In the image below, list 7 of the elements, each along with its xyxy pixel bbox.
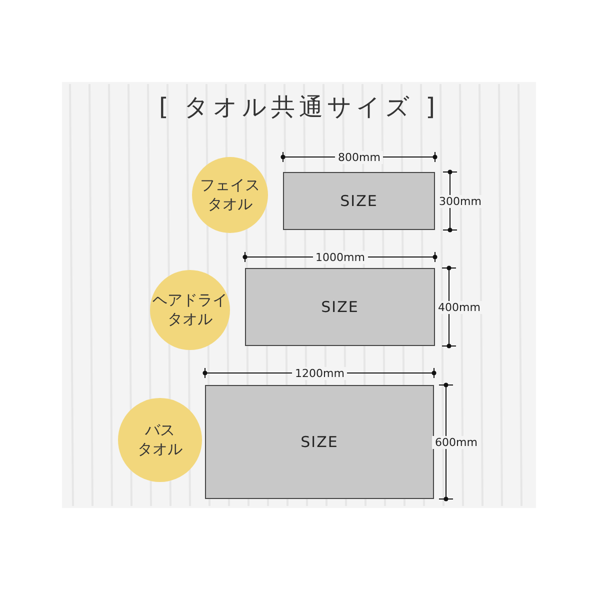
- title: [ タオル共通サイズ ]: [158, 92, 440, 123]
- size-rectangle: SIZE: [205, 385, 434, 499]
- dimension-label: 800mm: [335, 150, 384, 164]
- dimension-label: 1200mm: [292, 366, 348, 380]
- dimension-label: 1000mm: [312, 250, 368, 264]
- size-rectangle: SIZE: [283, 172, 435, 230]
- size-rectangle: SIZE: [245, 268, 435, 346]
